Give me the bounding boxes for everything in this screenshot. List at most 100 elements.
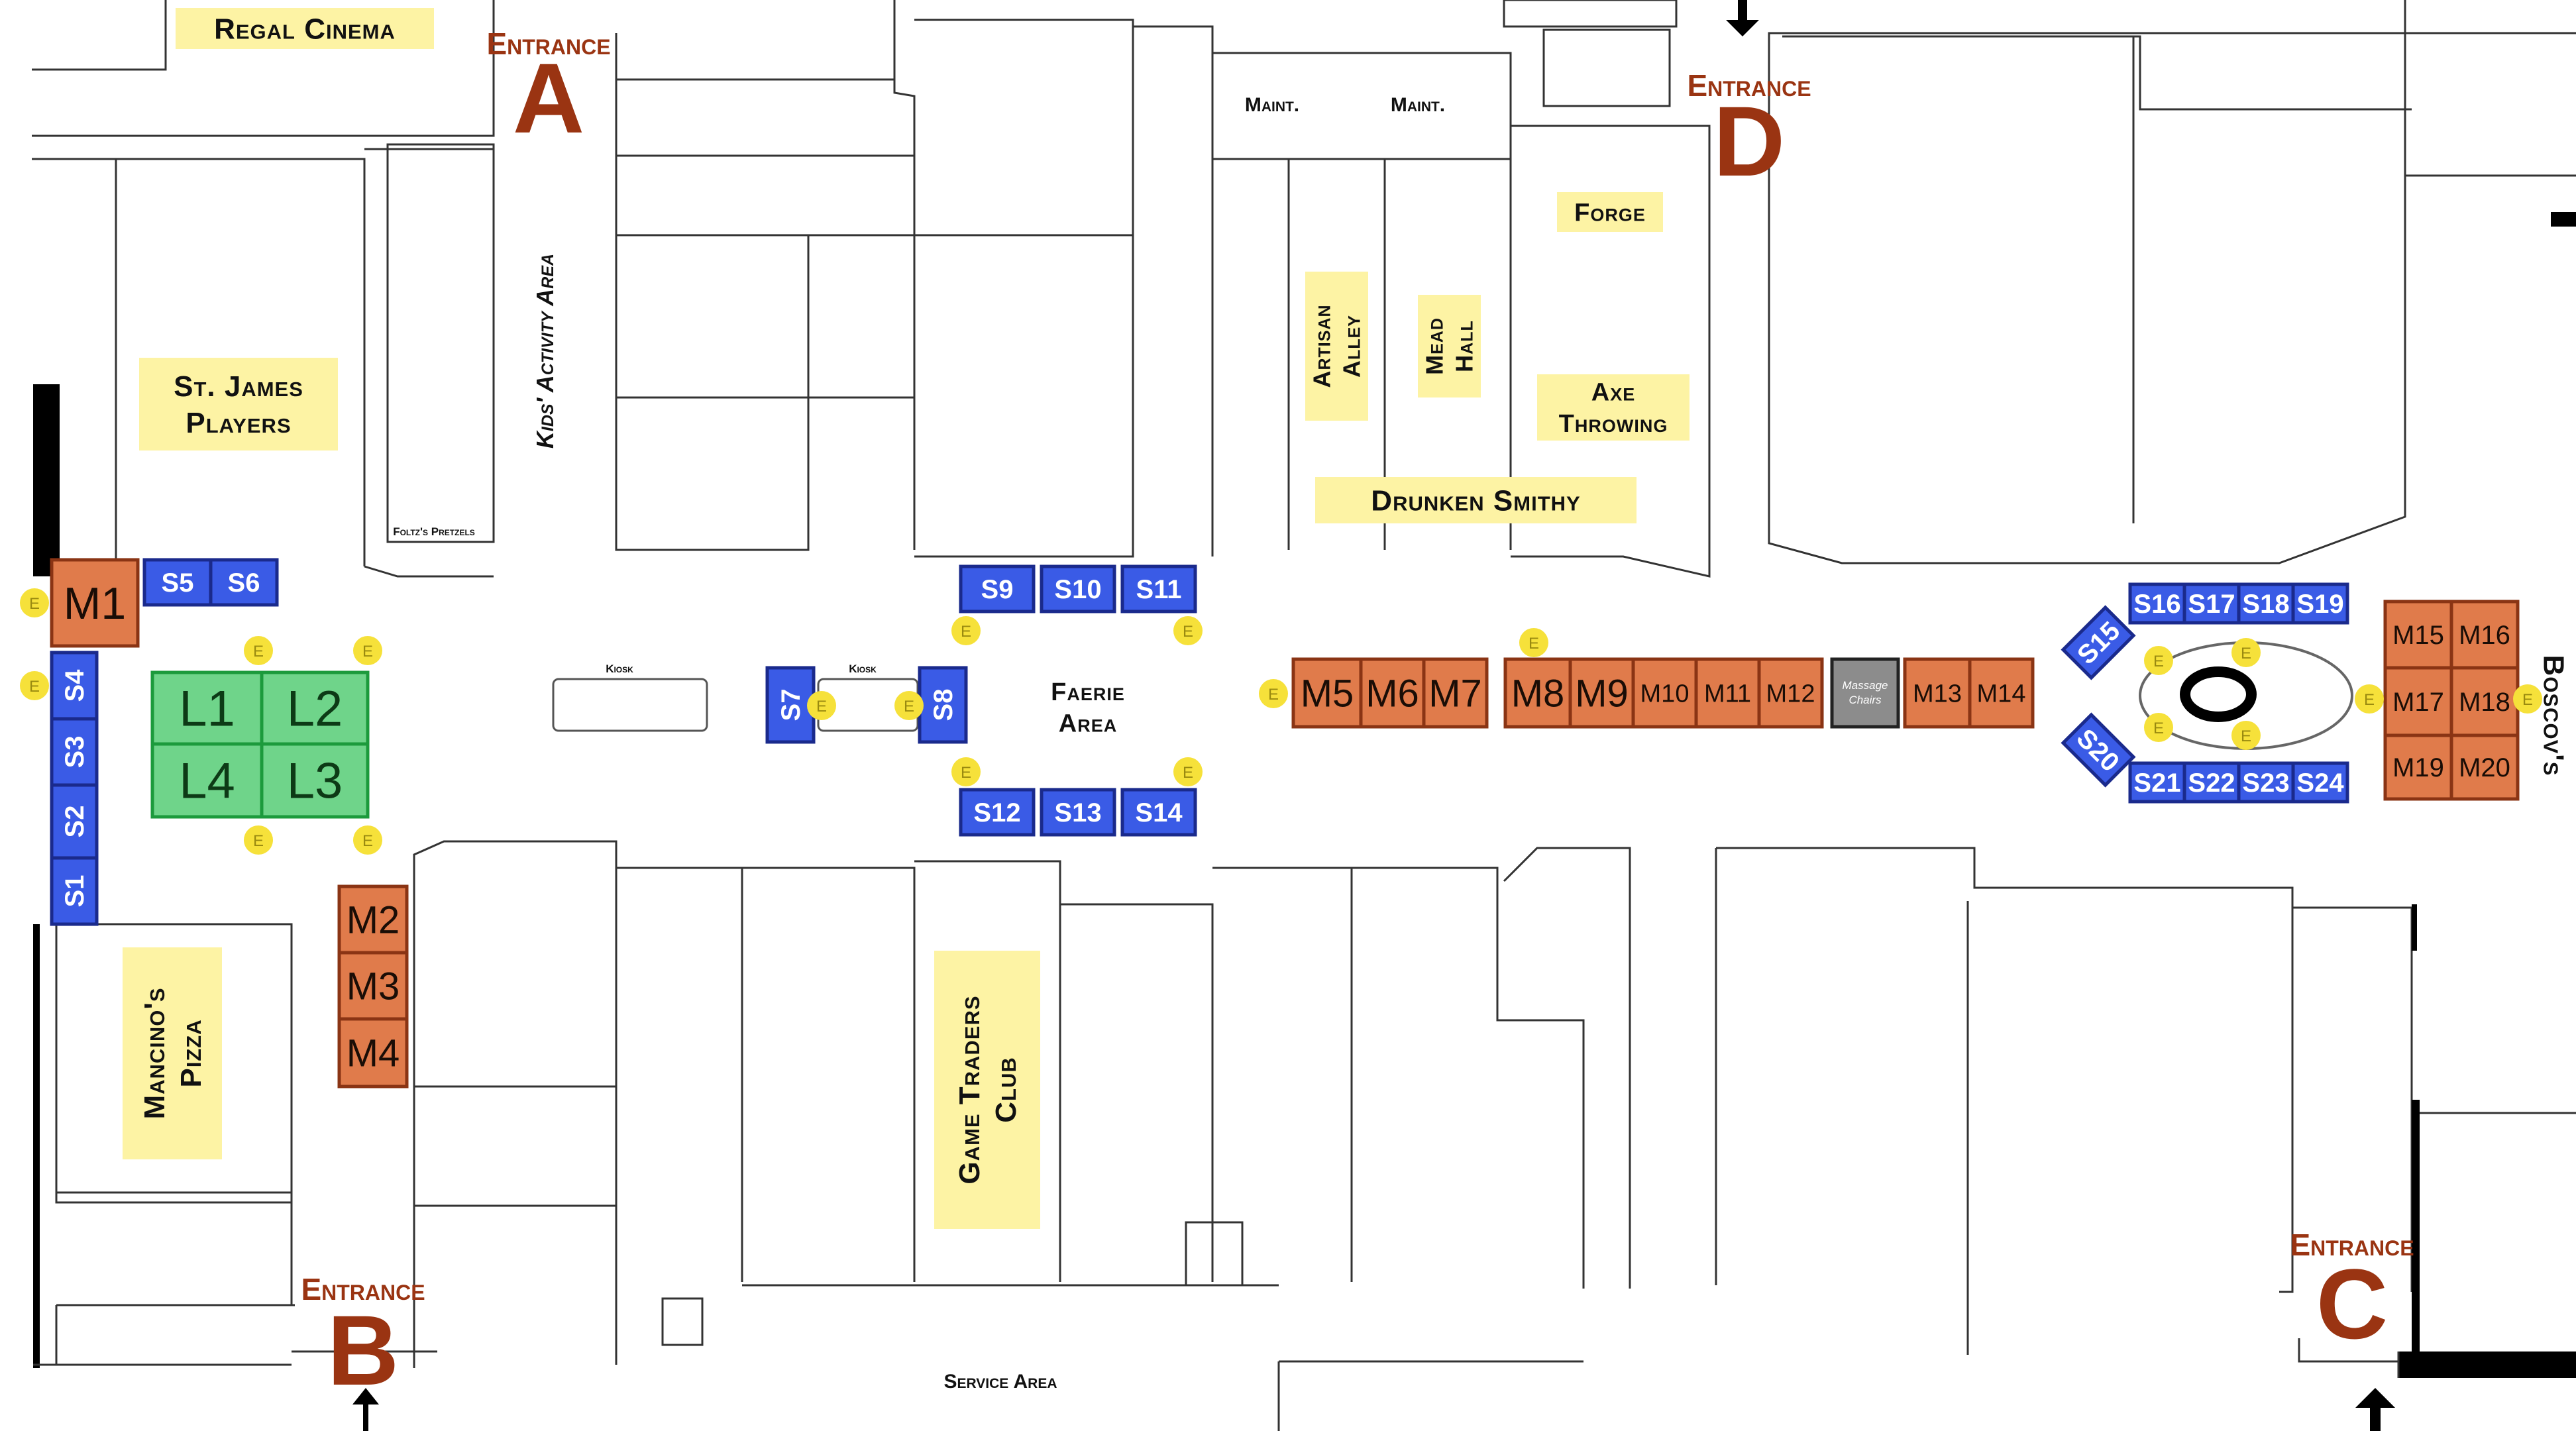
booth-box[interactable] bbox=[150, 742, 264, 819]
booth-m12[interactable]: M12 bbox=[1757, 657, 1824, 729]
booth-label: L3 bbox=[287, 753, 343, 810]
booth-box[interactable] bbox=[2182, 761, 2241, 804]
booth-box[interactable] bbox=[2383, 733, 2453, 801]
booth-m1[interactable]: M1 bbox=[50, 558, 140, 648]
booth-box[interactable] bbox=[959, 564, 1036, 613]
booth-s21[interactable]: S21 bbox=[2128, 761, 2186, 804]
booth-m10[interactable]: M10 bbox=[1631, 657, 1698, 729]
booth-s1[interactable]: S1 bbox=[50, 856, 99, 926]
booth-m9[interactable]: M9 bbox=[1568, 657, 1635, 729]
booth-l1[interactable]: L1 bbox=[150, 670, 264, 746]
booth-box[interactable] bbox=[2291, 582, 2349, 625]
booth-s5[interactable]: S5 bbox=[142, 558, 213, 607]
booth-box[interactable] bbox=[337, 884, 409, 955]
booth-m17[interactable]: M17 bbox=[2383, 666, 2453, 737]
booth-s11[interactable]: S11 bbox=[1120, 564, 1197, 613]
booth-box[interactable] bbox=[337, 1017, 409, 1088]
booth-s9[interactable]: S9 bbox=[959, 564, 1036, 613]
booth-s15[interactable]: S15 bbox=[2061, 605, 2136, 680]
booth-box[interactable] bbox=[2383, 666, 2453, 737]
booth-box[interactable] bbox=[1422, 657, 1489, 729]
booth-s7[interactable]: S7 bbox=[765, 666, 816, 744]
booth-m16[interactable]: M16 bbox=[2449, 600, 2520, 670]
booth-s24[interactable]: S24 bbox=[2291, 761, 2349, 804]
booth-box[interactable] bbox=[2237, 582, 2295, 625]
booth-box[interactable] bbox=[209, 558, 279, 607]
booth-l3[interactable]: L3 bbox=[260, 742, 370, 819]
booth-box[interactable] bbox=[50, 651, 99, 721]
booth-s16[interactable]: S16 bbox=[2128, 582, 2186, 625]
booth-box[interactable] bbox=[2237, 761, 2295, 804]
booth-l4[interactable]: L4 bbox=[150, 742, 264, 819]
booth-s18[interactable]: S18 bbox=[2237, 582, 2295, 625]
kiosk-outline bbox=[552, 678, 708, 732]
booth-box[interactable] bbox=[959, 788, 1036, 837]
booth-m7[interactable]: M7 bbox=[1422, 657, 1489, 729]
booth-s2[interactable]: S2 bbox=[50, 783, 99, 860]
booth-m4[interactable]: M4 bbox=[337, 1017, 409, 1088]
booth-label: M6 bbox=[1366, 672, 1419, 715]
booth-box[interactable] bbox=[1757, 657, 1824, 729]
electric-outlet-icon: E bbox=[353, 636, 382, 665]
booth-s4[interactable]: S4 bbox=[50, 651, 99, 721]
booth-s8[interactable]: S8 bbox=[918, 666, 968, 744]
booth-s12[interactable]: S12 bbox=[959, 788, 1036, 837]
booth-box[interactable] bbox=[1120, 564, 1197, 613]
booth-s17[interactable]: S17 bbox=[2182, 582, 2241, 625]
booth-label: M1 bbox=[64, 578, 126, 629]
booth-s10[interactable]: S10 bbox=[1040, 564, 1116, 613]
booth-box[interactable] bbox=[50, 717, 99, 787]
booth-s23[interactable]: S23 bbox=[2237, 761, 2295, 804]
booth-m6[interactable]: M6 bbox=[1359, 657, 1426, 729]
booth-m2[interactable]: M2 bbox=[337, 884, 409, 955]
booth-m5[interactable]: M5 bbox=[1291, 657, 1363, 729]
booth-s6[interactable]: S6 bbox=[209, 558, 279, 607]
booth-box[interactable] bbox=[2061, 605, 2136, 680]
booth-m14[interactable]: M14 bbox=[1968, 657, 2035, 729]
booth-box[interactable] bbox=[1040, 564, 1116, 613]
booth-label: M2 bbox=[347, 898, 400, 941]
booth-box[interactable] bbox=[2449, 733, 2520, 801]
label-background bbox=[934, 951, 1040, 1229]
booth-m20[interactable]: M20 bbox=[2449, 733, 2520, 801]
booth-box[interactable] bbox=[337, 951, 409, 1021]
booth-box[interactable] bbox=[2291, 761, 2349, 804]
booth-box[interactable] bbox=[1631, 657, 1698, 729]
booth-box[interactable] bbox=[1694, 657, 1761, 729]
booth-s14[interactable]: S14 bbox=[1120, 788, 1197, 837]
booth-s13[interactable]: S13 bbox=[1040, 788, 1116, 837]
booth-s3[interactable]: S3 bbox=[50, 717, 99, 787]
booth-m15[interactable]: M15 bbox=[2383, 600, 2453, 670]
electric-marker-label: E bbox=[2153, 719, 2164, 737]
booth-box[interactable] bbox=[1120, 788, 1197, 837]
booth-box[interactable] bbox=[1040, 788, 1116, 837]
booth-label: S6 bbox=[228, 568, 260, 598]
booth-box[interactable] bbox=[2061, 712, 2136, 788]
arrow-down-icon bbox=[1726, 0, 1759, 36]
booth-s19[interactable]: S19 bbox=[2291, 582, 2349, 625]
electric-marker-label: E bbox=[29, 595, 40, 613]
booth-l2[interactable]: L2 bbox=[260, 670, 370, 746]
area-label-line: St. James bbox=[174, 370, 303, 403]
entrance-letter: C bbox=[2316, 1248, 2388, 1359]
booth-m18[interactable]: M18 bbox=[2449, 666, 2520, 737]
booth-s22[interactable]: S22 bbox=[2182, 761, 2241, 804]
electric-marker-label: E bbox=[1268, 686, 1279, 704]
booth-box[interactable] bbox=[1968, 657, 2035, 729]
booth-m13[interactable]: M13 bbox=[1903, 657, 1972, 729]
booth-label: M9 bbox=[1575, 672, 1629, 715]
booth-m19[interactable]: M19 bbox=[2383, 733, 2453, 801]
electric-outlet-icon: E bbox=[951, 616, 981, 645]
massage-chairs-label: Massage bbox=[1843, 679, 1888, 692]
booth-box[interactable] bbox=[50, 558, 140, 648]
electric-outlet-icon: E bbox=[1173, 616, 1203, 645]
booth-s20[interactable]: S20 bbox=[2061, 712, 2136, 788]
booth-box[interactable] bbox=[150, 670, 264, 746]
booth-label: M3 bbox=[347, 965, 400, 1008]
booth-m8[interactable]: M8 bbox=[1503, 657, 1572, 729]
booth-m3[interactable]: M3 bbox=[337, 951, 409, 1021]
booth-m11[interactable]: M11 bbox=[1694, 657, 1761, 729]
booth-label: S4 bbox=[60, 669, 89, 702]
